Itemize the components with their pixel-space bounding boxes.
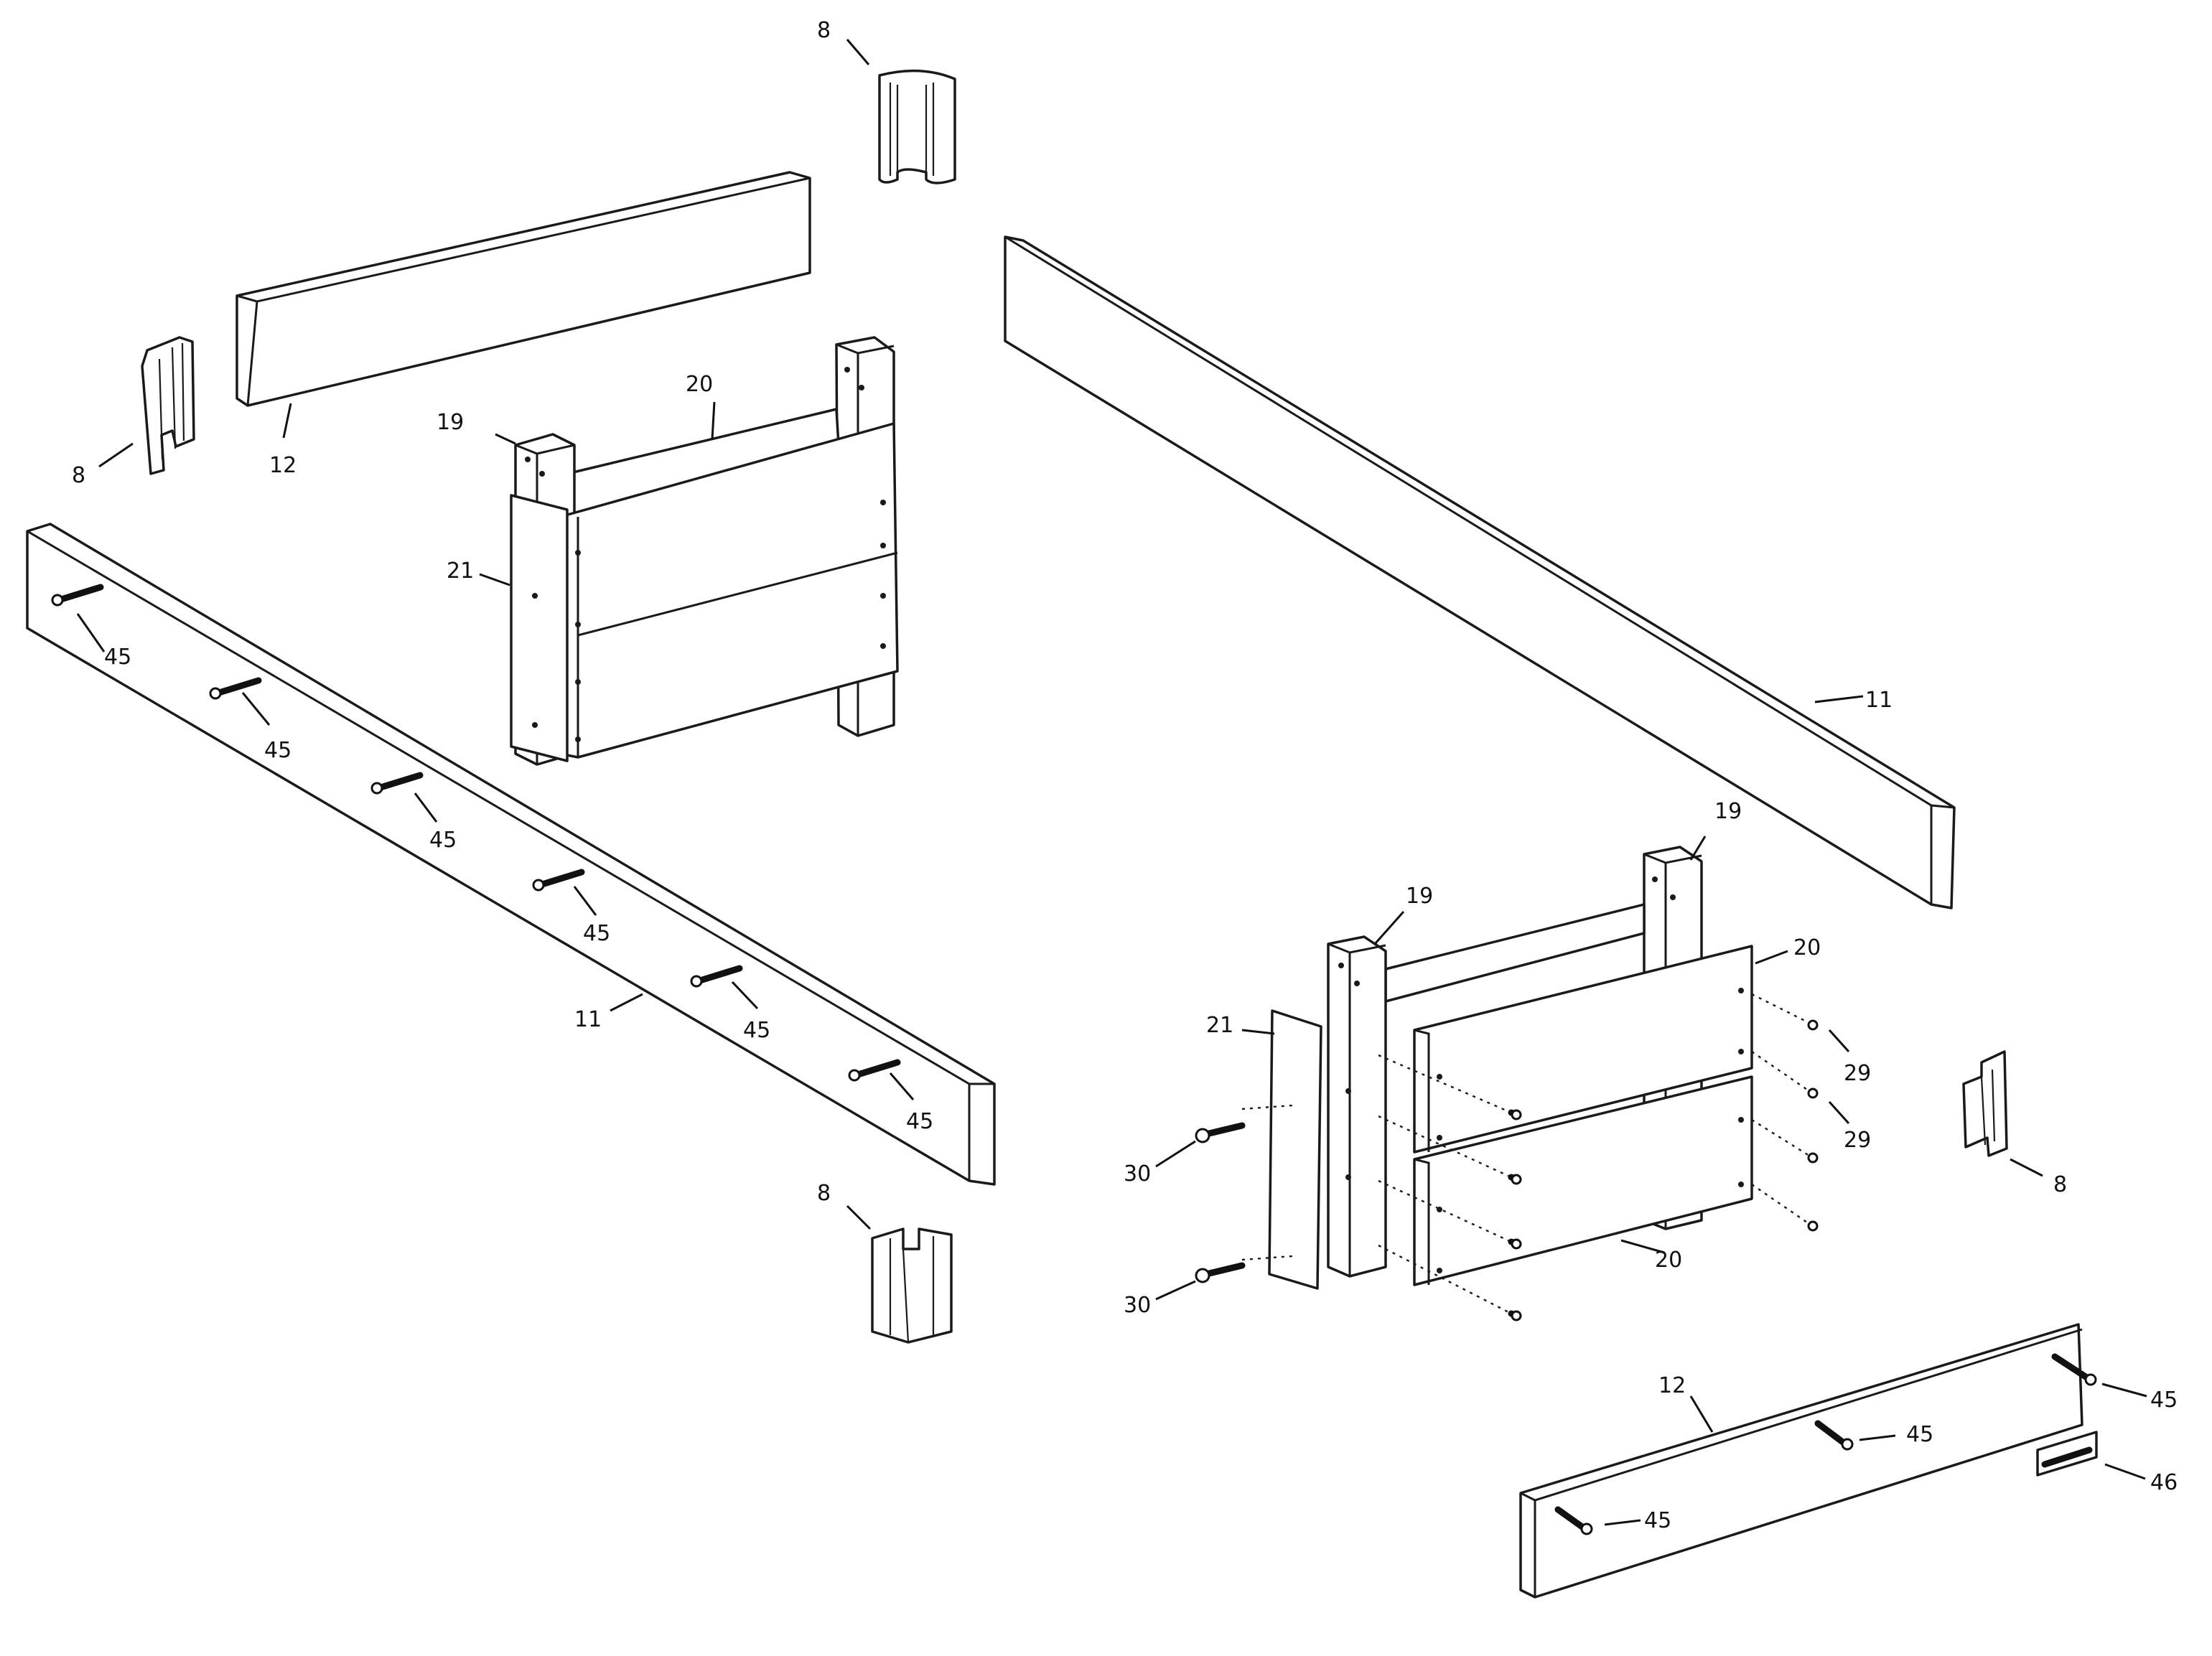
callout-45: 45 xyxy=(1644,1508,1671,1533)
callout-11: 11 xyxy=(1865,688,1893,713)
callout-46: 46 xyxy=(2150,1470,2178,1495)
callout-8: 8 xyxy=(817,18,831,43)
callout-19: 19 xyxy=(1714,799,1742,824)
callout-29: 29 xyxy=(1844,1061,1871,1086)
screw-set-lower-assembly xyxy=(1195,1019,1819,1321)
end-panel-part-21-lower xyxy=(1268,1009,1322,1290)
callout-12: 12 xyxy=(269,453,297,478)
long-rail-part-11-top xyxy=(1004,235,1956,909)
corner-post-part-19 xyxy=(1327,935,1387,1278)
callout-12: 12 xyxy=(1658,1373,1686,1398)
callout-20: 20 xyxy=(1793,935,1821,960)
corner-cap-part-8-top xyxy=(878,69,956,184)
screw-part-45-set-left xyxy=(51,584,901,1082)
callout-20: 20 xyxy=(1655,1248,1682,1273)
leg-assembly-lower xyxy=(1195,846,1819,1321)
corner-cap-part-8-left xyxy=(141,336,195,475)
callout-45: 45 xyxy=(583,921,610,946)
callout-8: 8 xyxy=(2053,1172,2067,1197)
leader-lines xyxy=(76,39,2147,1526)
callout-30: 30 xyxy=(1124,1161,1151,1187)
side-panel-part-20-upper xyxy=(1413,945,1753,1154)
callout-21: 21 xyxy=(1206,1013,1233,1038)
side-rail-part-12-bottom xyxy=(1519,1323,2098,1599)
callout-45: 45 xyxy=(429,828,457,853)
callout-19: 19 xyxy=(437,410,464,435)
callout-19: 19 xyxy=(1406,884,1433,909)
callout-8: 8 xyxy=(72,463,85,488)
callout-20: 20 xyxy=(686,372,713,397)
side-rail-part-12-top xyxy=(235,171,811,407)
long-rail-part-11-left xyxy=(26,523,996,1186)
callout-30: 30 xyxy=(1124,1293,1151,1318)
end-panel-part-21-upper xyxy=(510,494,569,762)
callout-45: 45 xyxy=(1906,1422,1933,1447)
corner-cap-part-8-bottom xyxy=(871,1227,953,1344)
callout-11: 11 xyxy=(574,1007,602,1032)
callout-8: 8 xyxy=(817,1181,831,1206)
callout-45: 45 xyxy=(104,645,131,670)
callout-45: 45 xyxy=(906,1109,933,1134)
callout-21: 21 xyxy=(447,558,474,584)
leg-assembly-upper xyxy=(510,336,899,766)
corner-cap-part-8-right xyxy=(1962,1050,2008,1157)
callout-29: 29 xyxy=(1844,1128,1871,1153)
callout-45: 45 xyxy=(264,738,291,763)
callout-45: 45 xyxy=(743,1018,770,1043)
callout-45: 45 xyxy=(2150,1388,2178,1413)
callout-labels: 8 8 12 19 20 21 45 45 45 45 45 45 11 8 1… xyxy=(72,18,2178,1533)
side-panel-part-20-lower xyxy=(1413,1075,1753,1286)
